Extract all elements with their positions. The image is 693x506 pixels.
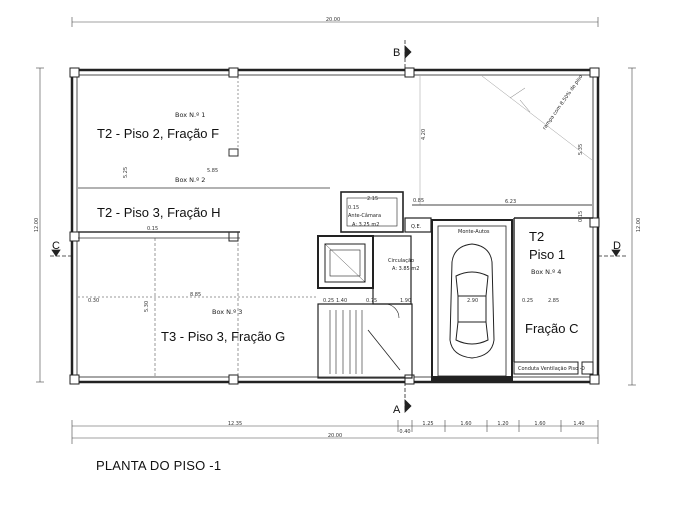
dim-bottom-gap: 0.40 xyxy=(399,429,410,435)
svg-text:8.85: 8.85 xyxy=(190,292,201,298)
svg-text:1.40: 1.40 xyxy=(336,298,347,304)
svg-text:2.15: 2.15 xyxy=(367,196,378,202)
internal-dims: 0.30 5.85 0.15 8.85 5.30 0.25 1.40 0.75 … xyxy=(88,129,584,312)
svg-text:1.90: 1.90 xyxy=(400,298,411,304)
box4-label: Box N.º 4 xyxy=(531,268,561,276)
unit-c-line1: T2 xyxy=(529,229,544,244)
svg-text:6.23: 6.23 xyxy=(505,199,516,205)
svg-text:0.25: 0.25 xyxy=(323,298,334,304)
monte-autos-label: Monte-Autos xyxy=(458,229,490,235)
unit-f-label: T2 - Piso 2, Fração F xyxy=(97,126,219,141)
conduta-label: Conduta Ventilação Piso -0 xyxy=(518,366,585,372)
svg-text:4.20: 4.20 xyxy=(421,129,427,140)
dim-left-total: 12.00 xyxy=(34,218,40,232)
svg-text:0.30: 0.30 xyxy=(88,298,99,304)
svg-text:5.35: 5.35 xyxy=(578,144,584,155)
dim-bottom-left: 12.35 xyxy=(228,421,242,427)
box3-label: Box N.º 3 xyxy=(212,308,242,316)
section-a-marker xyxy=(404,382,412,413)
section-a-label: A xyxy=(393,404,401,416)
svg-text:1.25: 1.25 xyxy=(422,421,433,427)
car-icon xyxy=(449,243,495,359)
ramp-label: rampa com 8.50% de piso xyxy=(542,74,585,131)
bottom-dimensions xyxy=(71,420,599,444)
top-dimension xyxy=(71,17,599,27)
partitions xyxy=(78,77,330,378)
box2-label: Box N.º 2 xyxy=(175,176,205,184)
antecamara-label: Ante-Câmara xyxy=(348,212,381,219)
right-dimension xyxy=(628,67,636,386)
circulation xyxy=(317,235,413,379)
columns xyxy=(69,67,600,385)
section-c-marker xyxy=(50,249,72,257)
circulacao-label: Circulação xyxy=(388,258,414,264)
unit-c-line2: Piso 1 xyxy=(529,247,565,262)
elevator xyxy=(317,235,374,289)
unit-c-line3: Fração C xyxy=(525,321,578,336)
dim-bottom-total: 20.00 xyxy=(328,433,342,439)
svg-text:2.85: 2.85 xyxy=(548,298,559,304)
svg-text:0.15: 0.15 xyxy=(578,211,584,222)
svg-text:0.85: 0.85 xyxy=(413,198,424,204)
box1-label: Box N.º 1 xyxy=(175,111,205,119)
svg-text:5.85: 5.85 xyxy=(207,168,218,174)
svg-text:1.20: 1.20 xyxy=(497,421,508,427)
antecamara-area: A: 3.25 m2 xyxy=(352,222,379,228)
svg-text:0.25: 0.25 xyxy=(522,298,533,304)
qe-label: Q.E. xyxy=(411,224,422,230)
section-b-marker xyxy=(404,40,412,70)
svg-text:1.60: 1.60 xyxy=(460,421,471,427)
box4-room xyxy=(513,217,594,375)
section-d-label: D xyxy=(613,240,621,252)
svg-text:0.75: 0.75 xyxy=(366,298,377,304)
svg-text:2.90: 2.90 xyxy=(467,298,478,304)
dim-right-total: 12.00 xyxy=(636,218,642,232)
car-lift xyxy=(431,219,513,382)
circulacao-area: A: 3.85 m2 xyxy=(392,266,419,272)
svg-text:0.15: 0.15 xyxy=(348,205,359,211)
ramp-area xyxy=(412,75,593,206)
section-b-label: B xyxy=(393,47,400,59)
unit-g-label: T3 - Piso 3, Fração G xyxy=(161,329,285,344)
section-d-marker xyxy=(598,249,626,257)
svg-text:0.15: 0.15 xyxy=(147,226,158,232)
unit-h-label: T2 - Piso 3, Fração H xyxy=(97,205,221,220)
plan-title: PLANTA DO PISO -1 xyxy=(96,458,222,473)
svg-text:5.25: 5.25 xyxy=(123,167,129,178)
svg-text:1.40: 1.40 xyxy=(573,421,584,427)
dim-top-total: 20.00 xyxy=(326,17,340,23)
left-dimension xyxy=(36,67,44,383)
svg-text:5.30: 5.30 xyxy=(144,301,150,312)
section-c-label: C xyxy=(52,240,60,252)
svg-text:1.60: 1.60 xyxy=(534,421,545,427)
